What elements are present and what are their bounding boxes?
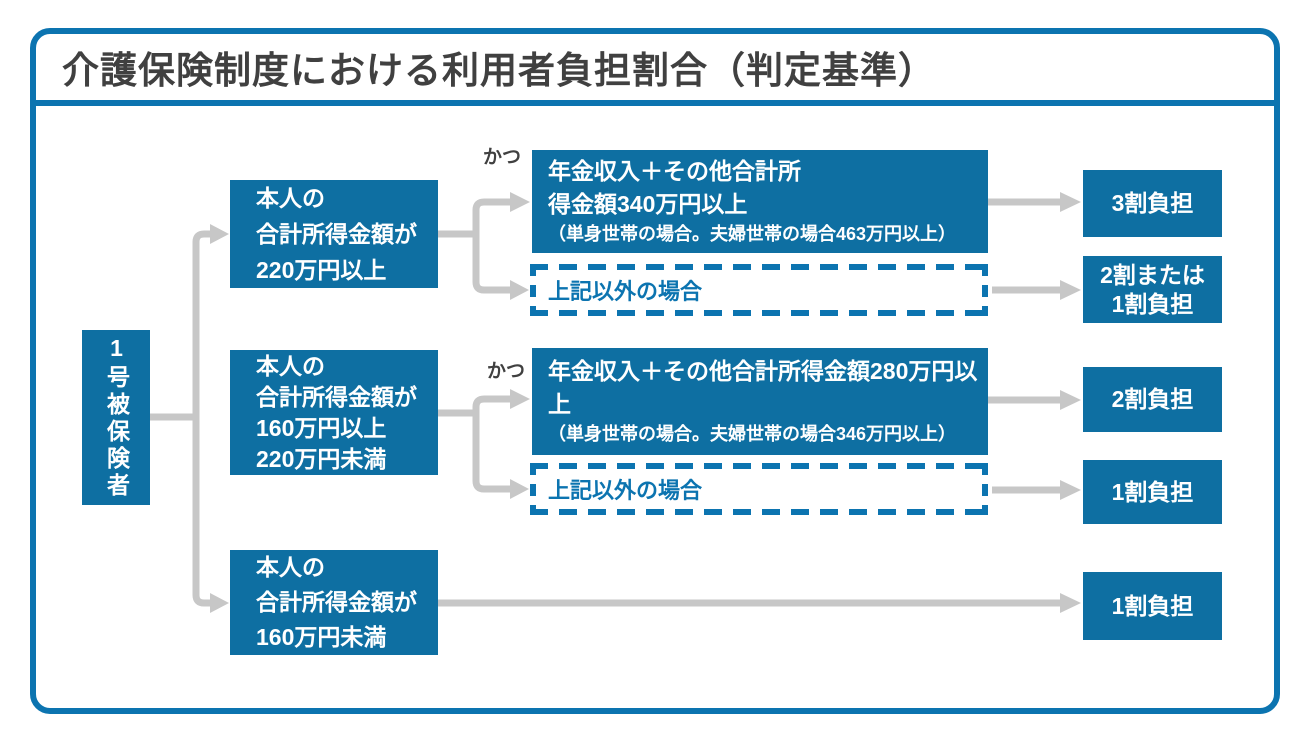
insured-category-label: 1号被保険者: [103, 335, 130, 500]
pension-income-condition-box-1: 年金収入＋その他合計所 得金額340万円以上 （単身世帯の場合。夫婦世帯の場合4…: [532, 150, 988, 253]
pension-income-condition-box-2: 年金収入＋その他合計所得金額280万円以上 （単身世帯の場合。夫婦世帯の場合34…: [532, 348, 988, 455]
income-condition-box-1: 本人の 合計所得金額が 220万円以上: [230, 180, 438, 288]
otherwise-box-2: 上記以外の場合: [530, 463, 988, 515]
title-bar: 介護保険制度における利用者負担割合（判定基準）: [36, 34, 1274, 106]
and-condition-label-1: かつ: [483, 147, 522, 168]
income-condition-box-2: 本人の 合計所得金額が 160万円以上 220万円未満: [230, 350, 438, 475]
result-box-3wari: 3割負担: [1083, 170, 1222, 237]
pension-income-condition-text-2: 年金収入＋その他合計所得金額280万円以上: [548, 358, 978, 417]
and-condition-label-2: かつ: [487, 361, 526, 382]
result-box-2wari: 2割負担: [1083, 367, 1222, 432]
page-title: 介護保険制度における利用者負担割合（判定基準）: [62, 50, 936, 91]
result-box-2wari-or-1wari: 2割または 1割負担: [1083, 256, 1222, 323]
pension-income-condition-note-2: （単身世帯の場合。夫婦世帯の場合346万円以上）: [548, 424, 957, 444]
pension-income-condition-note-1: （単身世帯の場合。夫婦世帯の場合463万円以上）: [548, 224, 957, 244]
insured-category-box: 1号被保険者: [82, 330, 150, 505]
income-condition-box-3: 本人の 合計所得金額が 160万円未満: [230, 550, 438, 655]
result-box-1wari-b: 1割負担: [1083, 572, 1222, 640]
otherwise-box-1: 上記以外の場合: [530, 264, 988, 316]
outer-border-frame: [30, 28, 1280, 714]
pension-income-condition-text-1: 年金収入＋その他合計所 得金額340万円以上: [548, 158, 801, 217]
result-box-1wari-a: 1割負担: [1083, 460, 1222, 524]
